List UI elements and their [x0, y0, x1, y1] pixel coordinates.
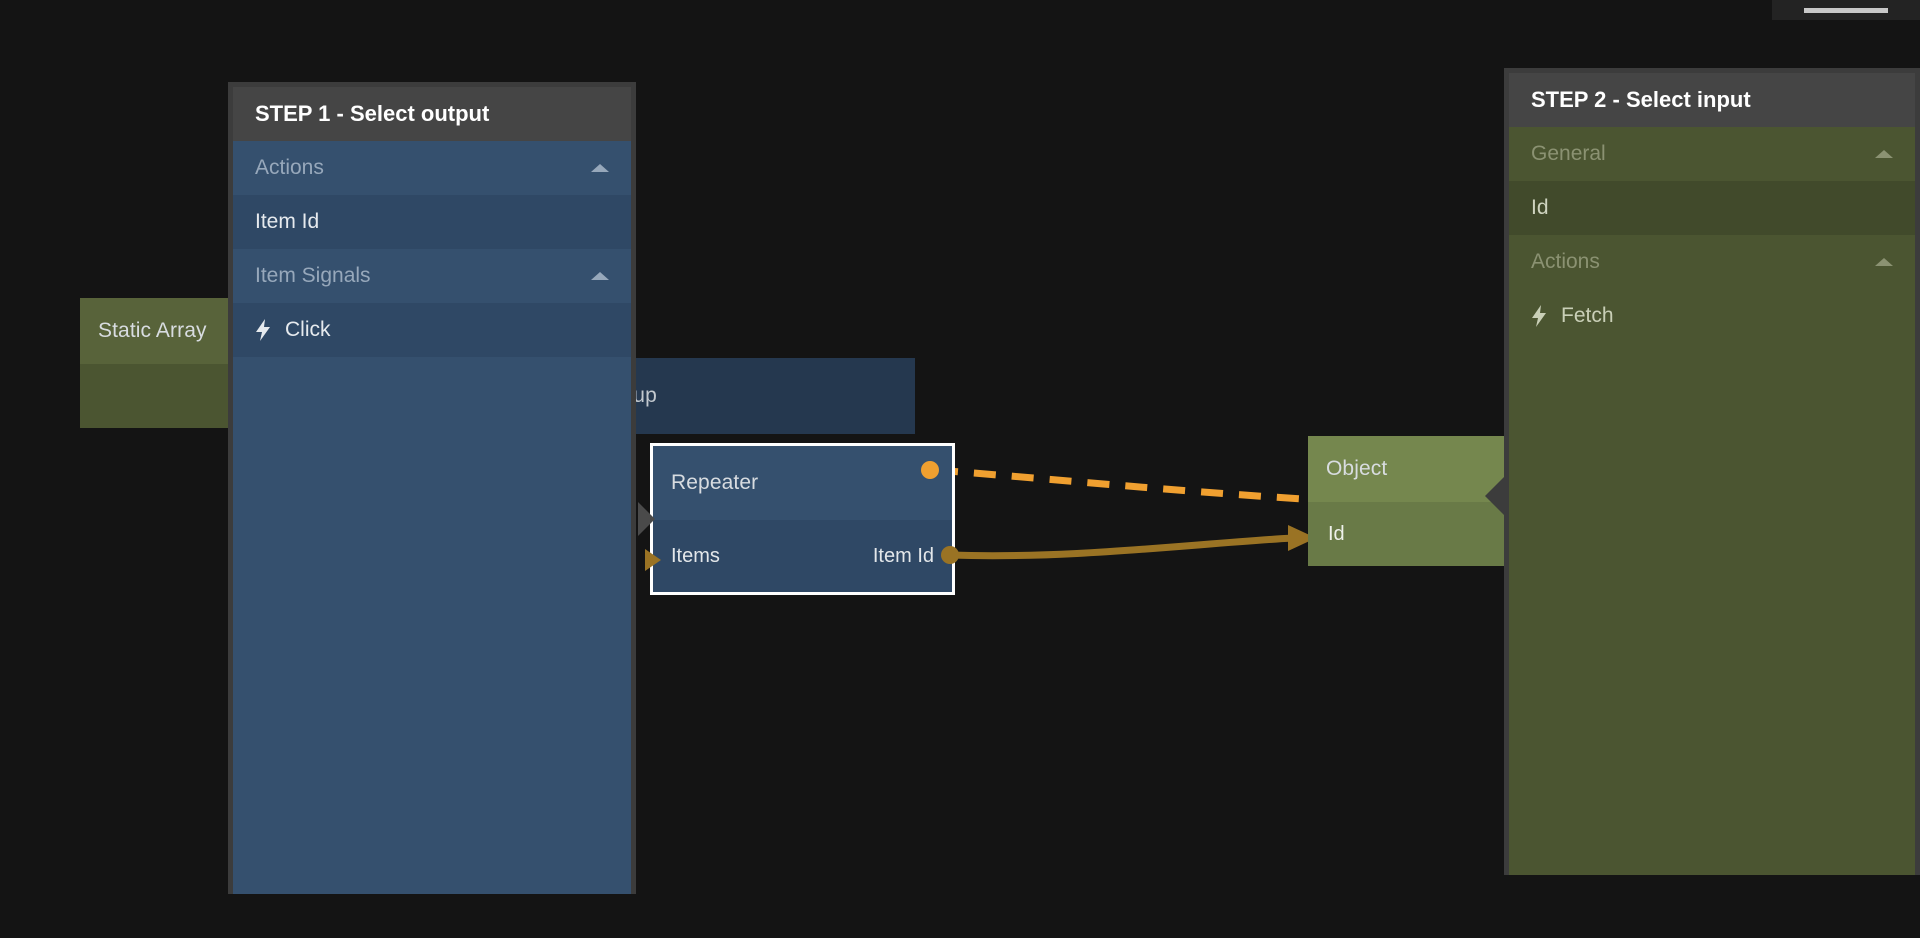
- lightning-bolt-icon: [1531, 305, 1547, 327]
- chevron-up-icon[interactable]: [591, 164, 609, 172]
- picker-step2-row-fetch-label: Fetch: [1561, 304, 1614, 327]
- picker-step2-row-id-label: Id: [1531, 196, 1549, 219]
- picker-step1-title: STEP 1 - Select output: [233, 87, 631, 141]
- picker-step1-row-click[interactable]: Click: [233, 303, 631, 357]
- port-data-input-arrow[interactable]: [645, 549, 661, 571]
- node-repeater-header: Repeater: [653, 446, 952, 520]
- lightning-bolt-icon: [255, 319, 271, 341]
- node-object-header: Object: [1308, 436, 1506, 502]
- wire-data-itemid-to-id: [946, 534, 1296, 560]
- node-object[interactable]: Object Id: [1308, 436, 1507, 566]
- port-data-output-dot[interactable]: [941, 546, 959, 564]
- picker-step1-row-actions-label: Actions: [255, 156, 324, 179]
- picker-step1-list[interactable]: Actions Item Id Item Signals: [233, 141, 631, 894]
- picker-step2-row-id[interactable]: Id: [1509, 181, 1915, 235]
- picker-step1-row-item-signals[interactable]: Item Signals: [233, 249, 631, 303]
- node-repeater-ports: Items Item Id: [653, 520, 952, 592]
- picker-step1-row-actions[interactable]: Actions: [233, 141, 631, 195]
- picker-step1-row-click-label: Click: [285, 318, 331, 341]
- picker-step1-row-item-id[interactable]: Item Id: [233, 195, 631, 249]
- node-object-title: Object: [1326, 457, 1388, 480]
- node-object-input-port-label[interactable]: Id: [1328, 523, 1345, 545]
- chevron-up-icon[interactable]: [1875, 258, 1893, 266]
- picker-step2-row-actions-label: Actions: [1531, 250, 1600, 273]
- picker-step1-row-item-signals-label: Item Signals: [255, 264, 371, 287]
- port-signal-output-dot[interactable]: [921, 461, 939, 479]
- window-drag-handle[interactable]: [1772, 0, 1920, 20]
- port-object-data-input-arrow[interactable]: [1292, 527, 1308, 549]
- drag-handle-bar-icon: [1804, 7, 1888, 13]
- picker-step2-row-fetch[interactable]: Fetch: [1509, 289, 1915, 343]
- port-signal-input-chevron[interactable]: [638, 502, 655, 536]
- node-repeater[interactable]: Repeater Items Item Id: [650, 443, 955, 595]
- chevron-up-icon[interactable]: [591, 272, 609, 280]
- picker-panel-step2[interactable]: STEP 2 - Select input General Id Actions: [1504, 68, 1920, 875]
- node-object-signal-notch-icon: [1485, 474, 1507, 518]
- node-repeater-title: Repeater: [671, 471, 759, 494]
- node-repeater-output-port-label[interactable]: Item Id: [872, 544, 934, 567]
- picker-step2-list[interactable]: General Id Actions: [1509, 127, 1915, 875]
- picker-step1-row-item-id-label: Item Id: [255, 210, 320, 233]
- picker-step2-row-actions[interactable]: Actions: [1509, 235, 1915, 289]
- node-object-ports: Id: [1308, 502, 1506, 566]
- picker-step2-row-general[interactable]: General: [1509, 127, 1915, 181]
- picker-panel-step1[interactable]: STEP 1 - Select output Actions Item Id I…: [228, 82, 636, 894]
- node-repeater-input-port-label[interactable]: Items: [671, 544, 720, 567]
- node-static-array-title: Static Array: [98, 319, 207, 342]
- picker-step2-row-general-label: General: [1531, 142, 1606, 165]
- chevron-up-icon[interactable]: [1875, 150, 1893, 158]
- picker-step2-title: STEP 2 - Select input: [1509, 73, 1915, 127]
